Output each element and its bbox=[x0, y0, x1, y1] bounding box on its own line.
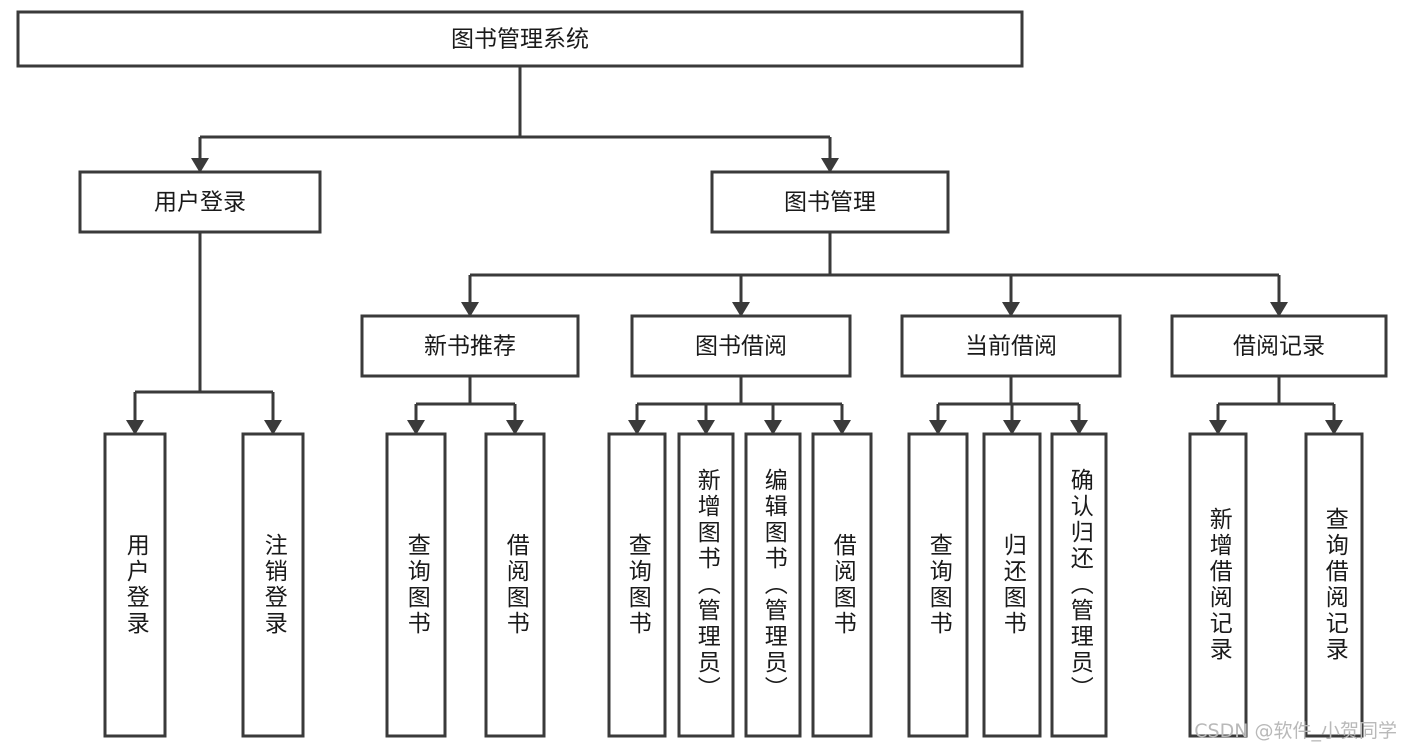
connector-group bbox=[461, 232, 1288, 317]
connector-group bbox=[929, 376, 1088, 435]
arrow-head-icon bbox=[1003, 420, 1021, 435]
node-box-b1[interactable] bbox=[677, 432, 735, 738]
node-box-n1[interactable] bbox=[484, 432, 546, 738]
node-box-c0[interactable] bbox=[907, 432, 969, 738]
node-box-u1[interactable] bbox=[241, 432, 305, 738]
node-box-r1[interactable] bbox=[1304, 432, 1364, 738]
arrow-head-icon bbox=[191, 158, 209, 173]
connector-edges-layer bbox=[126, 66, 1343, 435]
node-box-l2_2[interactable] bbox=[900, 314, 1122, 378]
node-label-l2_0: 新书推荐 bbox=[424, 334, 516, 360]
arrow-head-icon bbox=[1209, 420, 1227, 435]
node-box-n0[interactable] bbox=[385, 432, 447, 738]
node-box-u0[interactable] bbox=[103, 432, 167, 738]
connector-group bbox=[191, 66, 839, 173]
arrow-head-icon bbox=[506, 420, 524, 435]
node-box-b3[interactable] bbox=[811, 432, 873, 738]
arrow-head-icon bbox=[461, 302, 479, 317]
arrow-head-icon bbox=[929, 420, 947, 435]
node-box-b2[interactable] bbox=[744, 432, 802, 738]
node-boxes-layer bbox=[16, 10, 1388, 738]
node-box-c2[interactable] bbox=[1050, 432, 1108, 738]
arrow-head-icon bbox=[732, 302, 750, 317]
arrow-head-icon bbox=[697, 420, 715, 435]
arrow-head-icon bbox=[407, 420, 425, 435]
connector-group bbox=[407, 376, 524, 435]
node-box-l1_1[interactable] bbox=[710, 170, 950, 234]
arrow-head-icon bbox=[264, 420, 282, 435]
node-box-l2_0[interactable] bbox=[360, 314, 580, 378]
node-label-l2_2: 当前借阅 bbox=[965, 334, 1057, 360]
node-box-l1_0[interactable] bbox=[78, 170, 322, 234]
node-label-l2_3: 借阅记录 bbox=[1233, 334, 1325, 360]
arrow-head-icon bbox=[1325, 420, 1343, 435]
node-box-r0[interactable] bbox=[1188, 432, 1248, 738]
arrow-head-icon bbox=[764, 420, 782, 435]
node-box-l2_1[interactable] bbox=[630, 314, 852, 378]
node-label-l1_0: 用户登录 bbox=[154, 190, 246, 216]
node-label-l1_1: 图书管理 bbox=[784, 190, 876, 216]
arrow-head-icon bbox=[833, 420, 851, 435]
arrow-head-icon bbox=[628, 420, 646, 435]
connector-group bbox=[1209, 376, 1343, 435]
node-box-root[interactable] bbox=[16, 10, 1024, 68]
node-box-b0[interactable] bbox=[607, 432, 667, 738]
arrow-head-icon bbox=[1270, 302, 1288, 317]
arrow-head-icon bbox=[1070, 420, 1088, 435]
arrow-head-icon bbox=[821, 158, 839, 173]
node-label-l2_1: 图书借阅 bbox=[695, 334, 787, 360]
connector-group bbox=[628, 376, 851, 435]
node-box-l2_3[interactable] bbox=[1170, 314, 1388, 378]
arrow-head-icon bbox=[1002, 302, 1020, 317]
connector-group bbox=[126, 232, 282, 435]
node-label-root: 图书管理系统 bbox=[451, 27, 589, 53]
arrow-head-icon bbox=[126, 420, 144, 435]
node-box-c1[interactable] bbox=[982, 432, 1042, 738]
